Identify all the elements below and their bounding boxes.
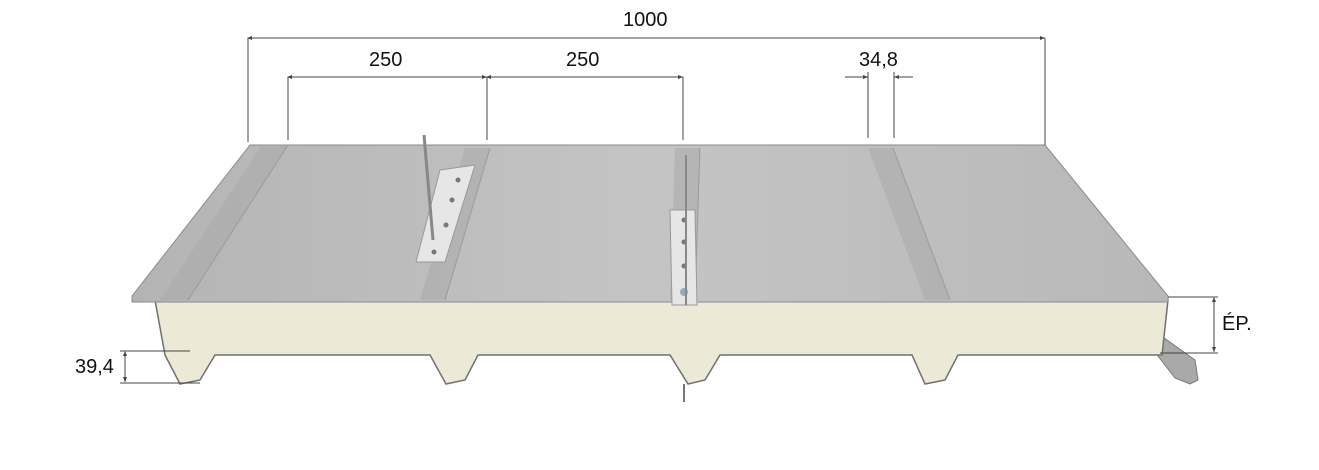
dimension-trapezoid-depth: 39,4 [75,356,114,378]
fixing-bracket-center [669,155,698,402]
side-lap-flange [1157,334,1199,385]
dimension-rib-spacing-1: 250 [369,49,403,71]
foam-core [154,299,1169,385]
dimension-thickness: ÉP. [1222,313,1252,335]
dimension-rib-width: 34,8 [859,49,898,71]
dimension-rib-spacing-2: 250 [566,49,600,71]
fixing-bracket-left [415,134,476,263]
dimension-lines [120,36,1218,384]
top-steel-sheet [131,144,1169,303]
dimension-total-width: 1000 [623,9,668,31]
